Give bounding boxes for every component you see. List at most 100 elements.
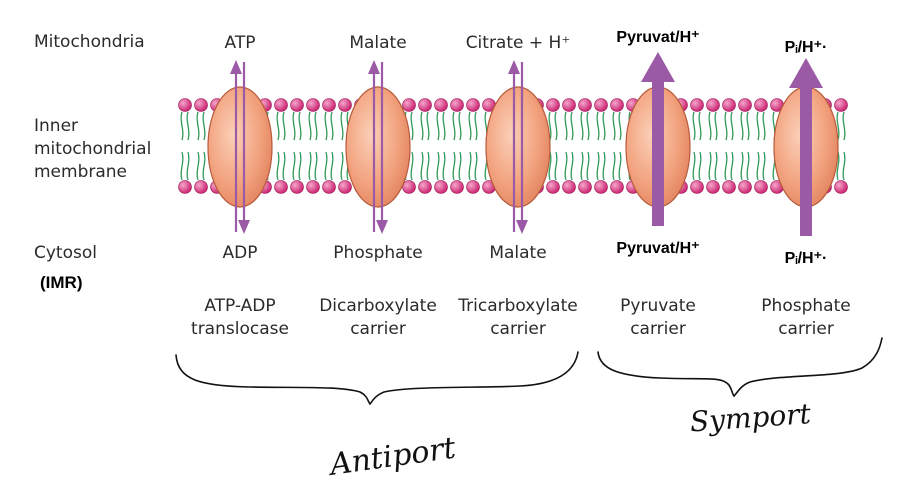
carrier-1-name-line1: ATP-ADP: [204, 296, 275, 316]
lipid-tail: [756, 111, 760, 141]
lipid-tail: [340, 111, 344, 141]
lipid-tail: [426, 151, 430, 181]
lipid-head: [450, 180, 464, 194]
lipid-tail: [724, 111, 728, 141]
lipid-tail: [708, 151, 712, 181]
lipid-tail: [580, 151, 584, 181]
lipid-head: [706, 98, 720, 112]
lipid-tail: [314, 151, 318, 181]
lipid-tail: [186, 151, 190, 181]
lipid-tail: [698, 111, 702, 141]
inner-label-line2: mitochondrial: [34, 139, 151, 159]
lipid-tail: [314, 111, 318, 141]
lipid-head: [322, 98, 336, 112]
lipid-head: [274, 98, 288, 112]
lipid-tail: [340, 151, 344, 181]
lipid-tail: [564, 111, 568, 141]
lipid-tail: [580, 111, 584, 141]
lipid-tail: [426, 111, 430, 141]
lipid-head: [178, 98, 192, 112]
arrowhead-down: [376, 220, 388, 234]
lipid-tail: [602, 111, 606, 141]
symport-handwritten-label: Symport: [689, 397, 813, 438]
lipid-head: [834, 180, 848, 194]
lipid-tail: [186, 111, 190, 141]
lipid-head: [194, 98, 208, 112]
arrowhead-up: [368, 60, 380, 74]
inner-label-line3: membrane: [34, 162, 127, 182]
lipid-tail: [292, 151, 296, 181]
lipid-tail: [298, 111, 302, 141]
mitochondria-label: Mitochondria: [34, 32, 145, 52]
lipid-head: [754, 180, 768, 194]
lipid-head: [306, 180, 320, 194]
symport-arrow-shaft: [800, 84, 812, 236]
lipid-tail: [564, 151, 568, 181]
lipid-tail: [730, 111, 734, 141]
carrier-protein: [207, 86, 273, 208]
carrier-4-name-line1: Pyruvate: [620, 296, 696, 316]
lipid-head: [290, 98, 304, 112]
lipid-head: [418, 98, 432, 112]
lipid-head: [306, 98, 320, 112]
lipid-tail: [452, 111, 456, 141]
carrier-2-top-label: Malate: [349, 33, 406, 53]
lipid-head: [434, 180, 448, 194]
lipid-tail: [180, 111, 184, 141]
lipid-tail: [330, 111, 334, 141]
lipid-tail: [442, 151, 446, 181]
lipid-tail: [842, 111, 846, 141]
lipid-head: [738, 180, 752, 194]
carrier-1-name-line2: translocase: [191, 319, 289, 339]
carrier-3-name-line2: carrier: [490, 319, 546, 339]
lipid-head: [754, 98, 768, 112]
lipid-tail: [570, 151, 574, 181]
lipid-head: [322, 180, 336, 194]
symport-brace: [597, 337, 883, 398]
lipid-head: [578, 98, 592, 112]
lipid-head: [466, 98, 480, 112]
lipid-head: [594, 180, 608, 194]
imr-label: (IMR): [40, 273, 82, 292]
lipid-tail: [618, 111, 622, 141]
lipid-tail: [714, 111, 718, 141]
lipid-head: [194, 180, 208, 194]
carrier-protein: [345, 86, 411, 208]
symport-arrowhead: [641, 52, 675, 82]
carrier-4-top-label: Pyruvat/H⁺: [616, 29, 699, 46]
lipid-tail: [410, 111, 414, 141]
lipid-tail: [202, 151, 206, 181]
lipid-tail: [202, 111, 206, 141]
lipid-tail: [554, 151, 558, 181]
lipid-head: [562, 180, 576, 194]
carrier-proteins: [207, 52, 839, 236]
lipid-tail: [468, 111, 472, 141]
lipid-tail: [746, 111, 750, 141]
lipid-tail: [714, 151, 718, 181]
antiport-handwritten-label: Antiport: [325, 430, 459, 483]
lipid-tail: [324, 111, 328, 141]
lipid-tail: [618, 151, 622, 181]
lipid-tail: [436, 151, 440, 181]
lipid-head: [418, 180, 432, 194]
lipid-tail: [554, 111, 558, 141]
lipid-head: [706, 180, 720, 194]
lipid-head: [722, 98, 736, 112]
symport-arrowhead: [789, 58, 823, 88]
lipid-tail: [836, 151, 840, 181]
lipid-tail: [730, 151, 734, 181]
carrier-4-name-line2: carrier: [630, 319, 686, 339]
lipid-tail: [548, 111, 552, 141]
lipid-tail: [596, 151, 600, 181]
lipid-head: [402, 98, 416, 112]
lipid-head: [562, 98, 576, 112]
carrier-3-top-label: Citrate + H⁺: [466, 33, 571, 53]
lipid-head: [738, 98, 752, 112]
lipid-tail: [612, 111, 616, 141]
lipid-tail: [282, 151, 286, 181]
lipid-tail: [692, 151, 696, 181]
carrier-5-top-label: Pᵢ/H⁺·: [785, 39, 828, 56]
carrier-1-top-label: ATP: [225, 33, 256, 53]
lipid-tail: [442, 111, 446, 141]
